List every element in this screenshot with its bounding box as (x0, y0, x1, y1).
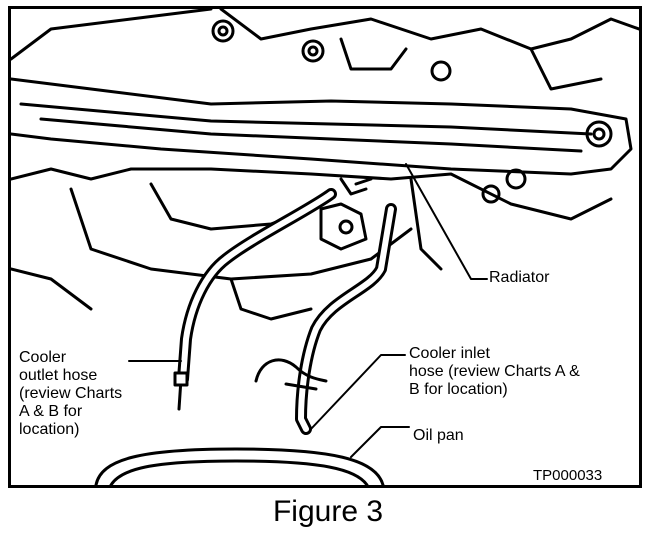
bolt (211, 19, 235, 43)
oil-pan-label: Oil pan (413, 427, 464, 444)
bolt (481, 184, 501, 204)
radiator-support (11, 77, 633, 176)
radiator-leader (405, 163, 488, 280)
figure-frame: Radiator Cooler outlet hose (review Char… (8, 6, 642, 488)
bolt (301, 39, 325, 63)
cooler-inlet-hose-label: Cooler inlet hose (review Charts A & B f… (409, 345, 580, 398)
engine-bay-illustration (11, 9, 639, 485)
bolt (505, 168, 527, 190)
bolt (585, 120, 613, 148)
figure-caption: Figure 3 (272, 495, 384, 528)
cooler-outlet-hose-label: Cooler outlet hose (review Charts A & B … (19, 349, 123, 438)
oilpan-leader (350, 426, 410, 458)
inlet-leader (310, 354, 406, 430)
hose-clamp (254, 358, 328, 383)
figure-code: TP000033 (533, 467, 603, 484)
radiator-label: Radiator (489, 269, 550, 286)
oil-pan (94, 447, 385, 485)
bolt (430, 60, 452, 82)
